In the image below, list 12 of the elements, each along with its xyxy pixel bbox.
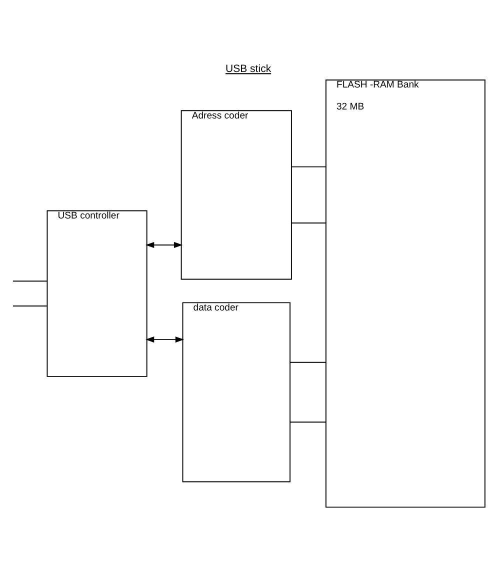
connector xyxy=(291,166,326,168)
diagram-title: USB stick xyxy=(226,63,272,76)
node-box: FLASH -RAM Bank 32 MB xyxy=(325,80,486,508)
node-box: data coder xyxy=(182,302,290,482)
node-box: Adress coder xyxy=(180,110,292,280)
connector xyxy=(12,280,48,282)
connector xyxy=(291,222,326,224)
arrow xyxy=(146,336,184,343)
connector xyxy=(290,422,326,423)
connector xyxy=(290,362,326,363)
arrow xyxy=(146,242,183,248)
node-box: USB controller xyxy=(46,210,148,377)
